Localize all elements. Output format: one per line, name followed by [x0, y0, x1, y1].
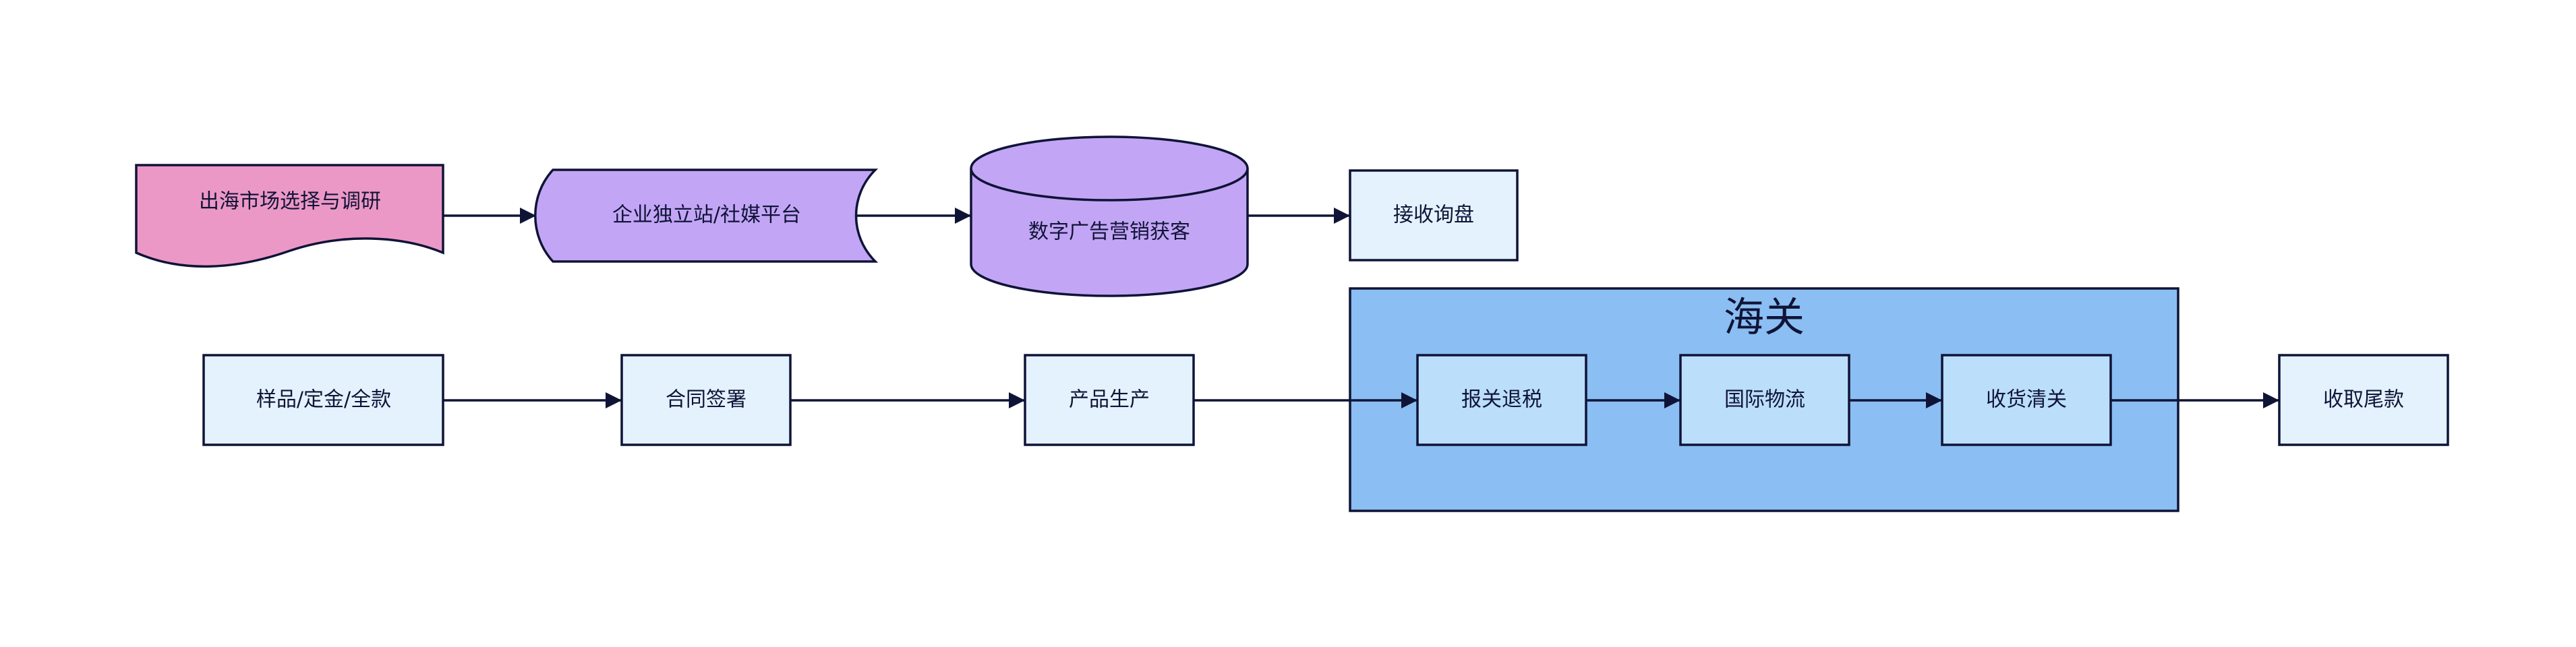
independent-site-label: 企业独立站/社媒平台: [612, 204, 801, 227]
receiving-clearance-node[interactable]: 收货清关: [1941, 354, 2112, 446]
digital-ads-label: 数字广告营销获客: [1028, 220, 1190, 244]
customs-group-title: 海关: [1724, 295, 1805, 342]
receive-inquiry-node[interactable]: 接收询盘: [1349, 169, 1519, 261]
declare-refund-node[interactable]: 报关退税: [1416, 354, 1587, 446]
declare-refund-label: 报关退税: [1461, 388, 1542, 412]
final-payment-node[interactable]: 收取尾款: [2278, 354, 2449, 446]
samples-deposit-node[interactable]: 样品/定金/全款: [202, 354, 444, 446]
final-payment-label: 收取尾款: [2323, 388, 2404, 412]
production-label: 产品生产: [1069, 388, 1150, 412]
logistics-label: 国际物流: [1724, 388, 1805, 412]
digital-ads-node[interactable]: 数字广告营销获客: [970, 135, 1249, 297]
logistics-node[interactable]: 国际物流: [1679, 354, 1850, 446]
independent-site-node[interactable]: 企业独立站/社媒平台: [534, 168, 879, 263]
receive-inquiry-label: 接收询盘: [1393, 204, 1474, 227]
contract-signing-node[interactable]: 合同签署: [620, 354, 792, 446]
market-research-label: 出海市场选择与调研: [199, 190, 381, 214]
contract-signing-label: 合同签署: [666, 388, 747, 412]
production-node[interactable]: 产品生产: [1024, 354, 1195, 446]
receiving-clearance-label: 收货清关: [1986, 388, 2067, 412]
samples-deposit-label: 样品/定金/全款: [256, 388, 391, 412]
market-research-node[interactable]: 出海市场选择与调研: [135, 164, 444, 268]
